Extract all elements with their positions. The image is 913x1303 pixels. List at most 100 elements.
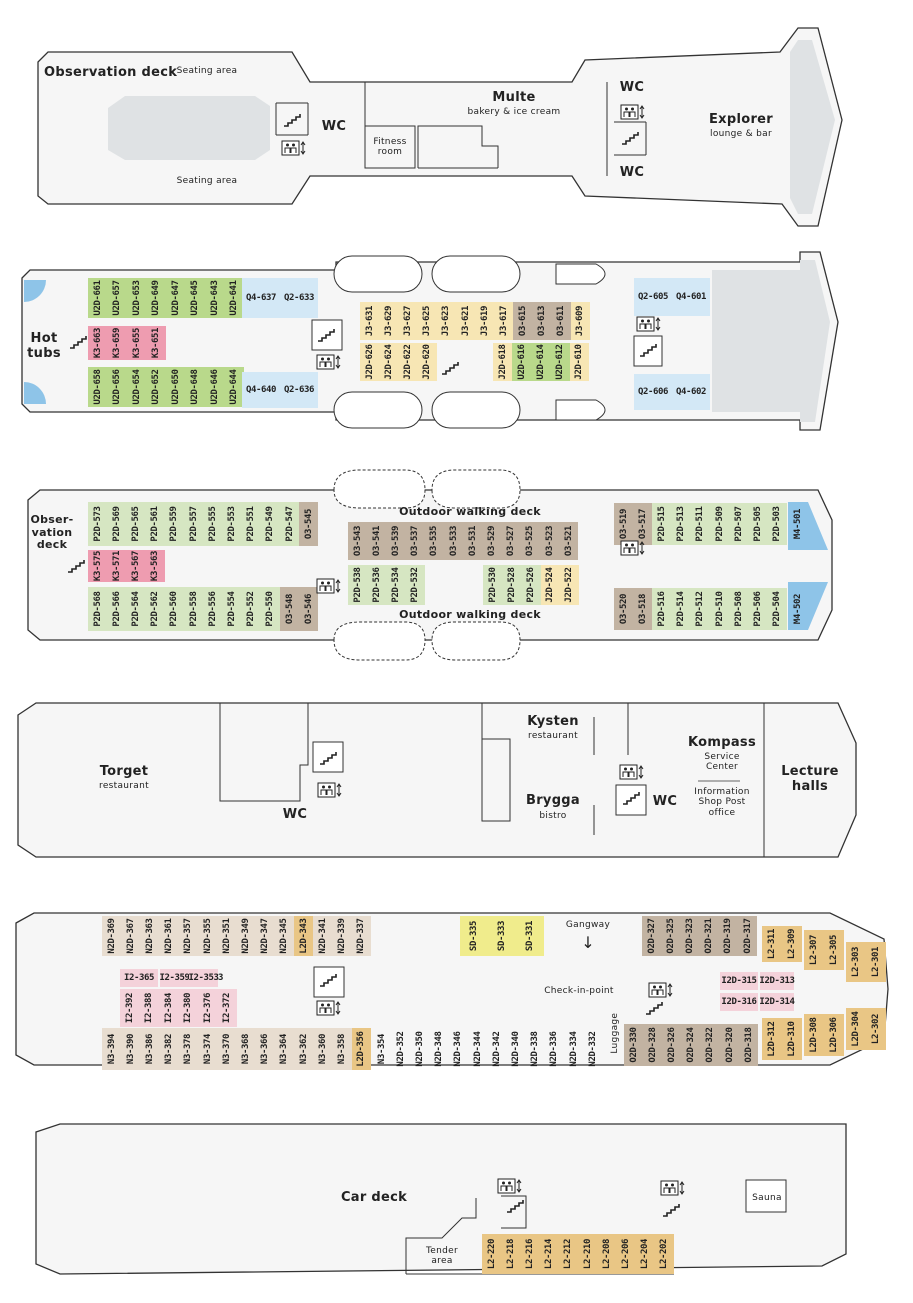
- cabin-m4-501: M4-501: [788, 503, 808, 545]
- cabin-q4-637: Q4-637: [242, 278, 280, 318]
- cabin-l2-218: L2-218: [501, 1234, 521, 1274]
- cabin-n2d-338: N2D-338: [526, 1028, 545, 1070]
- cabin-n2d-348: N2D-348: [430, 1028, 449, 1070]
- cabin-o2d-318: O2D-318: [739, 1024, 759, 1066]
- cabin-o3-521: O3-521: [559, 522, 579, 560]
- cabin-p2d-504: P2D-504: [767, 588, 787, 630]
- cabin-number: O2D-323: [684, 918, 695, 954]
- cabin-number: O3-611: [555, 305, 566, 337]
- cabin-u2d-658: U2D-658: [88, 367, 108, 407]
- cabin-u2d-652: U2D-652: [146, 367, 166, 407]
- cabin-number: U2D-652: [151, 369, 162, 405]
- cabin-k3-563: K3-563: [145, 550, 165, 582]
- cabin-u2d-616: U2D-616: [512, 343, 532, 381]
- cabin-n2d-344: N2D-344: [468, 1028, 487, 1070]
- cabin-number: P2D-559: [169, 506, 180, 542]
- stairs-icon: [70, 336, 87, 349]
- stairs-icon: [646, 1002, 663, 1015]
- cabin-n3-360: N3-360: [313, 1028, 333, 1070]
- brygga-subtitle: bistro: [539, 811, 567, 821]
- cabin-o3-523: O3-523: [540, 522, 560, 560]
- cabin-o3-537: O3-537: [405, 522, 425, 560]
- cabin-number: K3-659: [112, 327, 123, 359]
- cabin-n2d-369: N2D-369: [102, 916, 122, 956]
- cabin-p2d-564: P2D-564: [126, 587, 146, 631]
- cabin-number: I2-353: [188, 973, 219, 983]
- cabin-o3-520: O3-520: [614, 588, 634, 630]
- cabin-number: I2-365: [123, 973, 155, 983]
- cabin-number: O2D-328: [647, 1027, 658, 1063]
- cabin-number: O3-545: [303, 508, 314, 540]
- stairs-icon: [622, 132, 639, 145]
- cabin-number: P2D-549: [265, 506, 276, 542]
- cabin-n2d-347: N2D-347: [255, 916, 275, 956]
- cabin-number: J2D-622: [402, 344, 413, 380]
- cabin-p2d-534: P2D-534: [386, 565, 406, 605]
- cabin-number: U2D-661: [92, 280, 103, 316]
- cabin-j2d-524: J2D-524: [540, 565, 560, 605]
- cabin-number: O2D-321: [704, 918, 715, 954]
- cabin-p2d-511: P2D-511: [690, 503, 710, 545]
- cabin-n2d-334: N2D-334: [564, 1028, 583, 1070]
- cabin-number: O3-518: [637, 593, 648, 625]
- cabin-o2d-330: O2D-330: [624, 1024, 644, 1066]
- cabin-o3-535: O3-535: [424, 522, 444, 560]
- cabin-number: P2D-573: [92, 506, 103, 542]
- stairs-icon: [284, 114, 301, 127]
- observation-deck-label: Observation deck: [44, 65, 178, 80]
- stairs-icon: [640, 344, 657, 357]
- elevator-icon: [316, 578, 341, 594]
- cabin-o3-525: O3-525: [520, 522, 540, 560]
- cabin-number: U2D-658: [92, 369, 103, 405]
- cabin-j3-623: J3-623: [436, 302, 456, 340]
- cabin-l2-303: L2-303: [846, 942, 866, 982]
- cabin-number: O2D-330: [628, 1027, 639, 1063]
- cabin-p2d-569: P2D-569: [107, 502, 127, 546]
- cabin-number: Q2-606: [637, 387, 669, 397]
- elevator-icon: [316, 354, 341, 370]
- cabin-number: N2D-337: [356, 918, 367, 954]
- cabin-j3-627: J3-627: [398, 302, 418, 340]
- cabin-i2d-314: I2D-314: [759, 993, 795, 1011]
- cabin-number: P2D-534: [390, 567, 401, 603]
- cabin-i2-388: I2-388: [139, 989, 159, 1027]
- cabin-number: N3-364: [279, 1033, 290, 1065]
- cabin-number: L2-202: [659, 1238, 670, 1270]
- cabin-i2-380: I2-380: [178, 989, 198, 1027]
- cabin-number: O3-527: [506, 525, 517, 557]
- cabin-n2d-363: N2D-363: [140, 916, 160, 956]
- cabin-number: L2-302: [871, 1013, 881, 1045]
- cabin-i2-359: I2-359: [159, 969, 190, 987]
- observation-deck-label: Obser- vation deck: [30, 513, 74, 552]
- cabin-q2-606: Q2-606: [634, 374, 672, 410]
- cabin-p2d-503: P2D-503: [767, 503, 787, 545]
- cabin-number: O3-546: [303, 593, 314, 625]
- cabin-number: U2D-646: [209, 369, 220, 405]
- cabin-u2d-643: U2D-643: [205, 278, 225, 318]
- cabin-number: P2D-569: [111, 506, 122, 542]
- cabin-u2d-647: U2D-647: [166, 278, 186, 318]
- cabin-number: K3-575: [92, 550, 103, 582]
- cabin-number: U2D-616: [516, 344, 527, 380]
- cabin-number: P2D-506: [752, 591, 763, 627]
- cabin-l2-210: L2-210: [578, 1234, 598, 1274]
- cabin-o2d-321: O2D-321: [699, 916, 719, 956]
- cabin-p2d-536: P2D-536: [367, 565, 387, 605]
- cabin-k3-575: K3-575: [88, 550, 108, 582]
- cabin-l2-220: L2-220: [482, 1234, 502, 1274]
- cabin-o2d-328: O2D-328: [643, 1024, 663, 1066]
- cabin-number: O3-548: [284, 593, 295, 625]
- cabin-number: P2D-552: [246, 591, 257, 627]
- cabin-n3-364: N3-364: [274, 1028, 294, 1070]
- cabin-number: O3-525: [525, 525, 536, 557]
- cabin-m4-502: M4-502: [788, 588, 808, 630]
- cabin-number: K3-567: [130, 550, 141, 582]
- cabin-n3-354: N3-354: [372, 1028, 391, 1070]
- cabin-number: L2-311: [767, 928, 777, 960]
- cabin-number: J2D-610: [574, 344, 585, 380]
- cabin-j2d-620: J2D-620: [417, 343, 437, 381]
- cabin-number: J3-609: [575, 305, 586, 337]
- cabin-number: I2D-314: [759, 997, 795, 1007]
- cabin-number: U2D-649: [151, 280, 162, 316]
